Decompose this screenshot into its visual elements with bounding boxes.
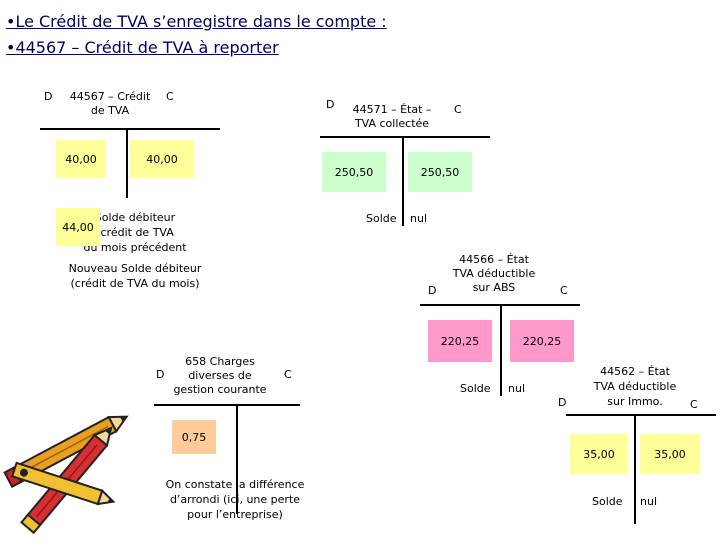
credit-amount-box: 220,25 (510, 320, 574, 362)
t-account-vertical-line (402, 136, 404, 226)
account-title-2: de TVA (90, 104, 130, 117)
t-account-vertical-line (126, 128, 128, 198)
credit-side-label: C (690, 398, 698, 411)
account-title-2: TVA déductible (593, 380, 677, 393)
pencils-clipart (3, 415, 129, 535)
debit-side-label: D (44, 90, 53, 103)
debit-amount-box: 35,00 (570, 434, 628, 474)
debit-side-label: D (326, 98, 335, 111)
credit-side-label: C (166, 90, 174, 103)
debit-amount-box: 250,50 (322, 152, 386, 192)
note-solde-debiteur: Solde débiteur (94, 211, 176, 224)
note-entreprise: pour l’entreprise) (187, 508, 283, 521)
debit-side-label: D (558, 396, 567, 409)
account-title: 44571 – État – (352, 103, 432, 116)
solde-value: nul (508, 382, 525, 395)
t-account-vertical-line (236, 404, 238, 514)
debit-amount-box: 0,75 (172, 420, 216, 454)
t-account-vertical-line (634, 414, 636, 524)
t-account-vertical-line (500, 304, 502, 396)
account-title: 44566 – État (459, 253, 529, 266)
credit-amount-box: 35,00 (640, 434, 700, 474)
account-title-3: gestion courante (173, 383, 267, 396)
debit-amount-box: 220,25 (428, 320, 492, 362)
solde-value: nul (410, 212, 427, 225)
heading-line-2: •44567 – Crédit de TVA à reporter (6, 38, 279, 57)
solde-label: Solde (592, 495, 623, 508)
credit-side-label: C (454, 103, 462, 116)
note-credit-du-mois: (crédit de TVA du mois) (70, 277, 200, 290)
account-title-3: sur Immo. (607, 395, 663, 408)
solde-label: Solde (460, 382, 491, 395)
credit-amount-box: 40,00 (130, 140, 194, 178)
account-title-2: TVA collectée (354, 117, 430, 130)
account-title: 44567 – Crédit (69, 90, 151, 103)
account-title-2: TVA déductible (452, 267, 536, 280)
account-title-3: sur ABS (472, 281, 516, 294)
debit-side-label: D (156, 368, 165, 381)
note-perte: d’arrondi (ici, une perte (169, 493, 301, 506)
solde-value: nul (640, 495, 657, 508)
credit-amount-box: 250,50 (408, 152, 472, 192)
t-account-horizontal-line (154, 404, 300, 406)
account-title: 658 Charges (185, 355, 255, 368)
credit-side-label: C (284, 368, 292, 381)
account-title: 44562 – État (600, 365, 670, 378)
heading-line-1: •Le Crédit de TVA s’enregistre dans le c… (6, 12, 387, 31)
t-account-horizontal-line (40, 128, 220, 130)
debit-amount-box: 40,00 (56, 140, 106, 178)
debit-side-label: D (428, 284, 437, 297)
new-balance-box: 44,00 (56, 208, 100, 246)
note-mois-precedent: du mois précédent (83, 241, 187, 254)
note-credit-de-tva: (crédit de TVA (96, 226, 174, 239)
account-title-2: diverses de (188, 369, 252, 382)
t-account-horizontal-line (566, 414, 716, 416)
note-nouveau-solde: Nouveau Solde débiteur (68, 262, 202, 275)
t-account-horizontal-line (320, 136, 490, 138)
solde-label: Solde (366, 212, 397, 225)
note-difference-arrondi: On constate la différence (165, 478, 305, 491)
credit-side-label: C (560, 284, 568, 297)
